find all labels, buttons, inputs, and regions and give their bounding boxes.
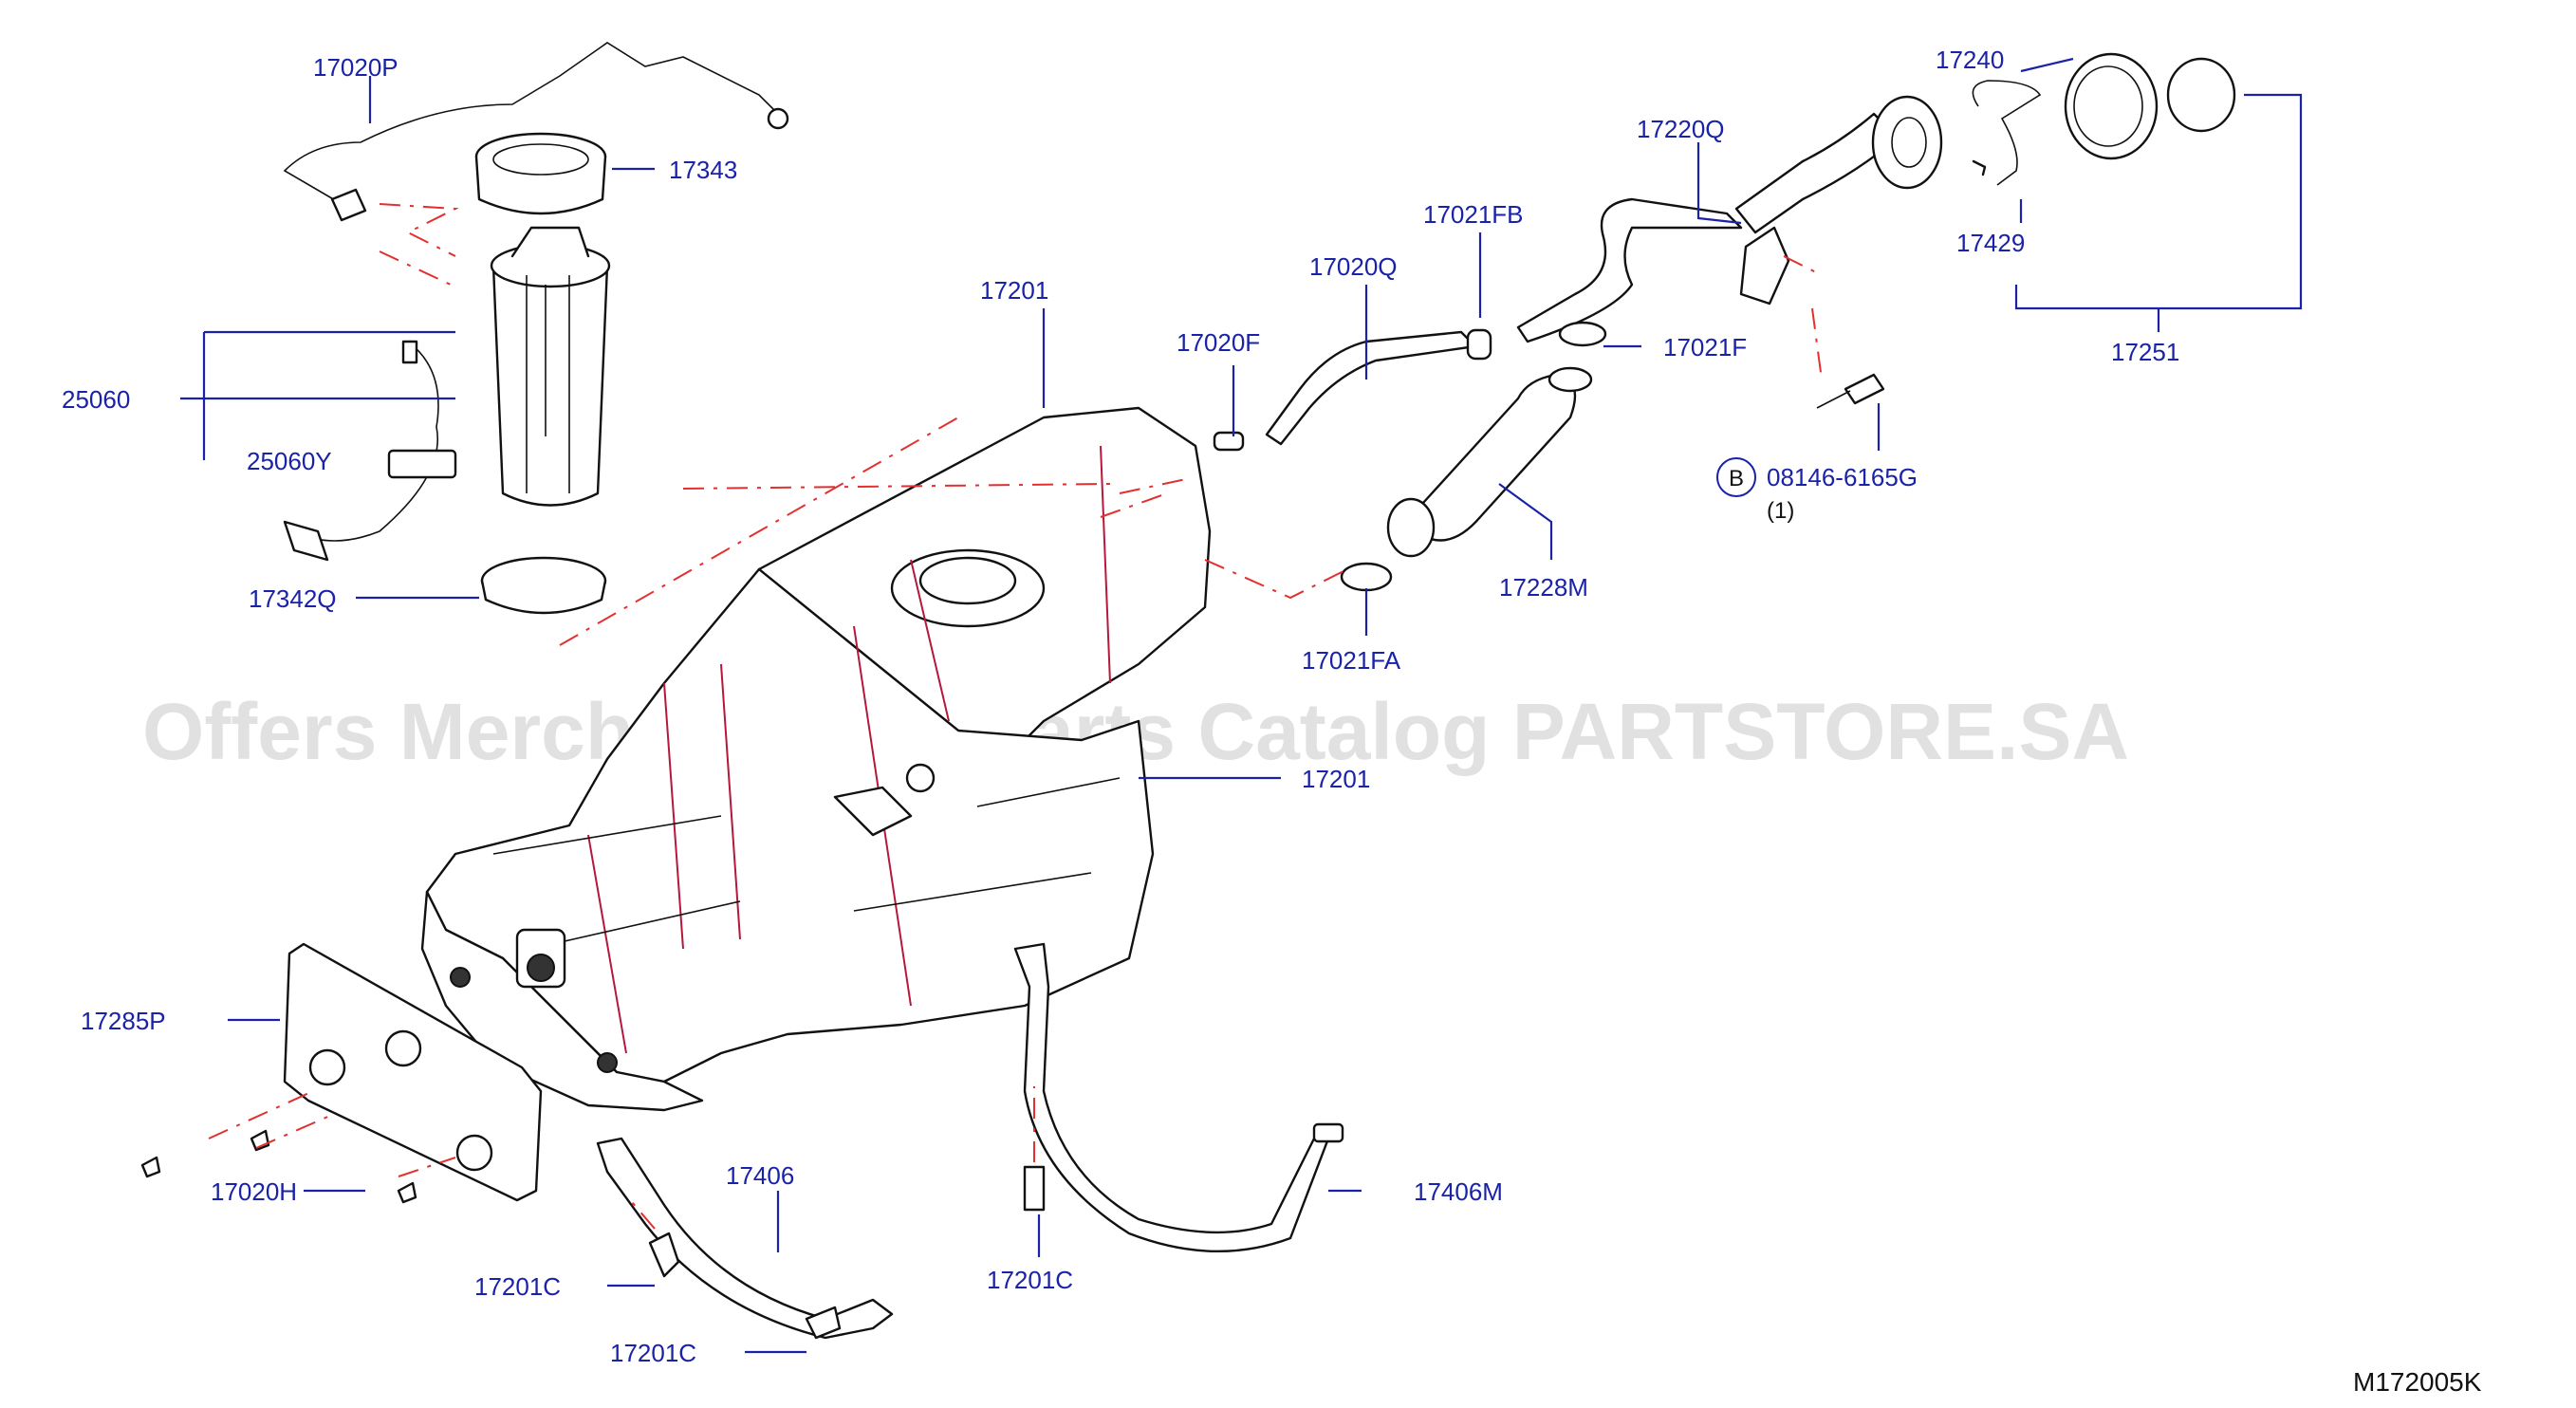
label-17020P[interactable]: 17020P bbox=[313, 53, 398, 82]
label-17021F[interactable]: 17021F bbox=[1663, 333, 1747, 361]
fuel-pump-module[interactable] bbox=[490, 226, 611, 507]
fuel-level-sensor[interactable] bbox=[283, 340, 457, 562]
filler-cap-assembly[interactable] bbox=[1972, 52, 2236, 186]
label-25060[interactable]: 25060 bbox=[62, 385, 130, 414]
filler-mount-bolt[interactable] bbox=[1816, 373, 1885, 409]
label-17021FA[interactable]: 17021FA bbox=[1302, 646, 1401, 675]
label-25060Y[interactable]: 25060Y bbox=[247, 447, 332, 475]
hose-clamp-17021FB[interactable] bbox=[1466, 328, 1492, 361]
label-08146-6165G[interactable]: 08146-6165G bbox=[1767, 463, 1918, 491]
reference-letter-b: B bbox=[1729, 466, 1744, 491]
fuel-tank[interactable] bbox=[420, 406, 1212, 1112]
label-17228M[interactable]: 17228M bbox=[1499, 573, 1588, 602]
filler-hose-17228M[interactable] bbox=[1386, 366, 1593, 558]
label-17201C-a[interactable]: 17201C bbox=[474, 1272, 561, 1301]
label-17201C-c[interactable]: 17201C bbox=[987, 1266, 1073, 1294]
filler-tube-17220Q[interactable] bbox=[1516, 95, 1943, 343]
assembly-dash-lines bbox=[208, 203, 1823, 1230]
label-17201-top[interactable]: 17201 bbox=[980, 276, 1048, 305]
label-17285P[interactable]: 17285P bbox=[81, 1007, 166, 1035]
heat-shield[interactable] bbox=[283, 942, 543, 1202]
label-17406M[interactable]: 17406M bbox=[1414, 1177, 1503, 1206]
label-17020F[interactable]: 17020F bbox=[1177, 328, 1260, 357]
pump-seal-gasket[interactable] bbox=[480, 556, 607, 615]
label-17343[interactable]: 17343 bbox=[669, 156, 737, 184]
reference-circle-b bbox=[1716, 457, 1756, 497]
tank-strap-17406[interactable] bbox=[596, 1137, 894, 1340]
pump-lock-ring[interactable] bbox=[474, 132, 607, 215]
label-17342Q[interactable]: 17342Q bbox=[249, 584, 337, 613]
label-17406[interactable]: 17406 bbox=[726, 1161, 794, 1190]
fuel-feed-harness[interactable] bbox=[283, 42, 789, 222]
hose-clamp-17020F[interactable] bbox=[1213, 431, 1245, 452]
label-17429[interactable]: 17429 bbox=[1956, 229, 2025, 257]
label-17240[interactable]: 17240 bbox=[1936, 46, 2004, 74]
hose-clamp-17021FA[interactable] bbox=[1340, 562, 1393, 592]
strap-bolt[interactable] bbox=[648, 1165, 1046, 1340]
label-17020Q[interactable]: 17020Q bbox=[1309, 252, 1398, 281]
tank-strap-17406M[interactable] bbox=[1013, 942, 1344, 1252]
label-17201-mid[interactable]: 17201 bbox=[1302, 765, 1370, 793]
label-17021FB[interactable]: 17021FB bbox=[1423, 200, 1524, 229]
label-08146-quantity: (1) bbox=[1767, 498, 1794, 524]
hose-clamp-17021F[interactable] bbox=[1558, 321, 1607, 347]
label-17201C-b[interactable]: 17201C bbox=[610, 1339, 696, 1367]
label-17220Q[interactable]: 17220Q bbox=[1637, 115, 1725, 143]
label-17020H[interactable]: 17020H bbox=[211, 1177, 297, 1206]
leader-lines bbox=[180, 57, 2303, 1354]
diagram-code: M172005K bbox=[2353, 1367, 2482, 1397]
part-labels: 17020P 17343 25060 25060Y 17342Q 17201 1… bbox=[62, 46, 2179, 1367]
filler-hose-17020Q[interactable] bbox=[1265, 330, 1477, 446]
label-17251[interactable]: 17251 bbox=[2111, 338, 2179, 366]
